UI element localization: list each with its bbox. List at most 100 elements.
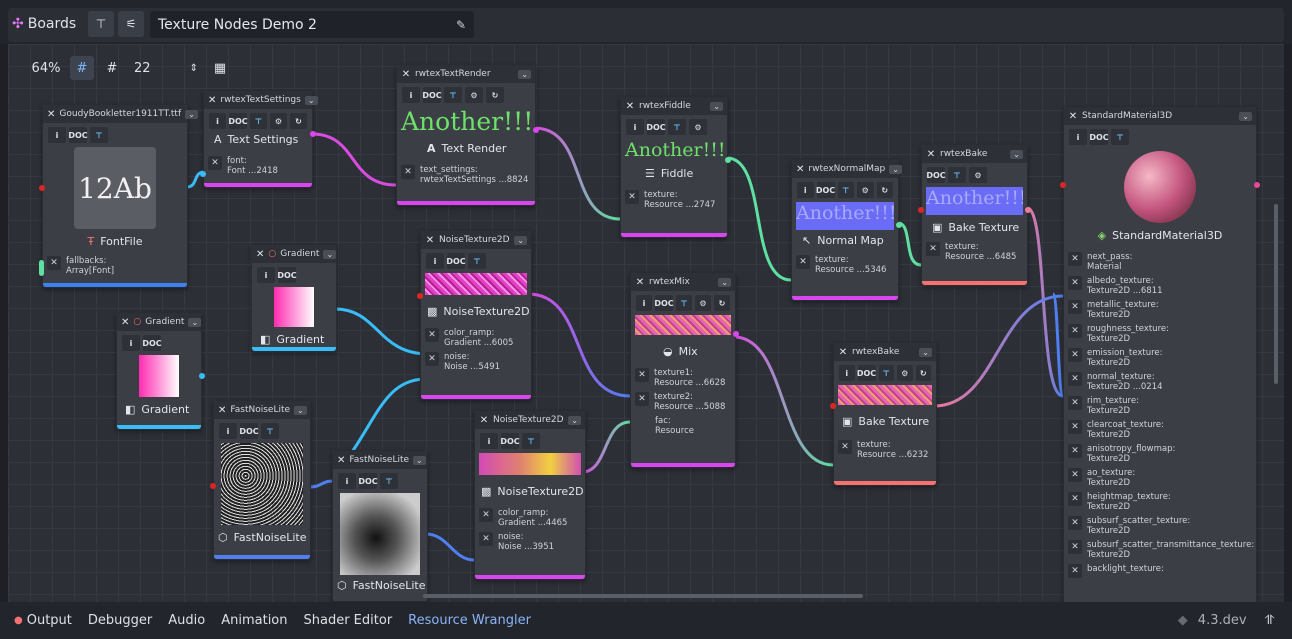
node-fiddle[interactable]: ✕ rwtexFiddle ⌄ i DOC ⊤ ⚙ Another!!! ☰ F… [620, 96, 731, 238]
doc-icon[interactable]: DOC [228, 113, 248, 129]
graph-icon[interactable]: ⊤ [676, 295, 692, 311]
property-row-metallic-texture[interactable]: ✕metallic_texture:Texture2D [1064, 298, 1256, 322]
clear-icon[interactable]: ✕ [1068, 468, 1082, 482]
doc-icon[interactable]: DOC [500, 433, 520, 449]
node-text-render[interactable]: ✕ rwtexTextRender ⌄ i DOC ⊤ ⚙ ↻ Another!… [396, 64, 539, 206]
property-row-rim-texture[interactable]: ✕rim_texture:Texture2D [1064, 394, 1256, 418]
node-header[interactable]: ✕ GoudyBookletter1911TT.ttf ⌄ [43, 105, 198, 123]
audio-tab[interactable]: Audio [168, 613, 206, 628]
node-fast-noise-1[interactable]: ✕ FastNoiseLite ⌄ i DOC ⊤ ⬡ FastNoiseLit… [210, 400, 311, 560]
text-settings-row[interactable]: ✕ text_settings:rwtexTextSettings ...882… [397, 163, 535, 187]
refresh-icon[interactable]: ↻ [714, 295, 730, 311]
node-fast-noise-2[interactable]: ✕ FastNoiseLite ⌄ i DOC ⊤ ⬡ FastNoiseLit… [332, 450, 428, 602]
close-icon[interactable]: ✕ [425, 234, 435, 246]
close-icon[interactable]: ✕ [337, 454, 346, 466]
property-row-heightmap-texture[interactable]: ✕heightmap_texture:Texture2D [1064, 490, 1256, 514]
chevron-down-icon[interactable]: ⌄ [413, 455, 426, 465]
info-icon[interactable]: i [209, 113, 226, 129]
input-port[interactable] [417, 293, 423, 299]
chevron-down-icon[interactable]: ⌄ [185, 109, 198, 119]
spinner-arrows-icon[interactable]: ⇕ [189, 62, 198, 74]
close-icon[interactable]: ✕ [479, 414, 489, 426]
clear-icon[interactable]: ✕ [1068, 444, 1082, 458]
clear-icon[interactable]: ✕ [1068, 492, 1082, 506]
property-row-emission-texture[interactable]: ✕emission_texture:Texture2D [1064, 346, 1256, 370]
graph-icon[interactable]: ⊤ [878, 365, 894, 381]
info-icon[interactable]: i [636, 295, 652, 311]
chevron-down-icon[interactable]: ⌄ [568, 415, 581, 425]
info-icon[interactable]: i [338, 473, 356, 489]
graph-icon[interactable]: ⊤ [948, 167, 966, 183]
clear-icon[interactable]: ✕ [926, 242, 940, 256]
input-port[interactable] [39, 260, 44, 276]
graph-icon[interactable]: ⊤ [250, 113, 267, 129]
texture-row[interactable]: ✕ texture:Resource ...6232 [834, 438, 936, 462]
chevron-down-icon[interactable]: ⌄ [323, 249, 337, 259]
close-icon[interactable]: ✕ [926, 148, 936, 160]
gear-icon[interactable]: ⚙ [695, 295, 711, 311]
chevron-down-icon[interactable]: ⌄ [1239, 111, 1252, 121]
node-normal-map[interactable]: ✕ rwtexNormalMap ⌄ i DOC ⊤ ⚙ ↻ Another!!… [791, 159, 902, 301]
node-standard-material[interactable]: ✕ StandardMaterial3D ⌄ i DOC ⊤ ◈ Standar… [1060, 106, 1260, 602]
clear-icon[interactable]: ✕ [625, 190, 639, 204]
graph-icon[interactable]: ⊤ [1111, 129, 1129, 145]
chevron-down-icon[interactable]: ⌄ [1010, 149, 1023, 159]
clear-icon[interactable]: ✕ [1068, 372, 1082, 386]
input-port[interactable] [830, 403, 836, 409]
refresh-icon[interactable]: ↻ [915, 365, 931, 381]
output-port[interactable] [896, 222, 902, 228]
info-icon[interactable]: i [480, 433, 498, 449]
doc-icon[interactable]: DOC [646, 119, 666, 135]
close-icon[interactable]: ✕ [218, 404, 227, 416]
node-header[interactable]: ✕ FastNoiseLite ⌄ [333, 451, 427, 469]
info-icon[interactable]: i [257, 267, 275, 283]
node-header[interactable]: ✕ rwtexFiddle ⌄ [621, 97, 727, 115]
property-row-roughness-texture[interactable]: ✕roughness_texture:Texture2D [1064, 322, 1256, 346]
gear-icon[interactable]: ⚙ [689, 119, 707, 135]
color-ramp-row[interactable]: ✕ color_ramp:Gradient ...4465 [475, 506, 585, 530]
graph-icon[interactable]: ⊤ [837, 182, 854, 198]
property-row-subsurf-transmittance-texture[interactable]: ✕subsurf_scatter_transmittance_texture:T… [1064, 538, 1256, 562]
input-port[interactable] [1060, 182, 1066, 188]
graph-icon[interactable]: ⊤ [261, 423, 279, 439]
clear-icon[interactable]: ✕ [1068, 348, 1082, 362]
property-row-backlight-texture[interactable]: ✕backlight_texture: [1064, 562, 1256, 580]
node-header[interactable]: ✕ FastNoiseLite ⌄ [214, 401, 310, 419]
input-port[interactable] [210, 483, 216, 489]
pin-panel-icon[interactable]: ⥣ [1264, 613, 1274, 628]
node-header[interactable]: ✕ rwtexTextSettings ⌄ [204, 91, 318, 109]
pen-icon[interactable]: ✎ [455, 17, 466, 32]
close-icon[interactable]: ✕ [635, 276, 645, 288]
clear-icon[interactable]: ✕ [1068, 564, 1082, 578]
output-port[interactable] [533, 127, 539, 133]
snap-toggle-button[interactable]: # [70, 56, 94, 80]
clear-icon[interactable]: ✕ [1068, 300, 1082, 314]
doc-icon[interactable]: DOC [816, 182, 835, 198]
fac-row[interactable]: fac:Resource [655, 416, 694, 436]
property-row-ao-texture[interactable]: ✕ao_texture:Texture2D [1064, 466, 1256, 490]
node-noise-texture-2[interactable]: ✕ NoiseTexture2D ⌄ i DOC ⊤ ▩ NoiseTextur… [474, 410, 586, 580]
graph-canvas[interactable]: 64% # # 22 ⇕ ▦ [8, 44, 1284, 602]
texture2-row[interactable]: ✕ texture2:Resource ...5088 [631, 390, 735, 414]
graph-icon[interactable]: ⊤ [380, 473, 398, 489]
close-icon[interactable]: ✕ [208, 94, 217, 106]
info-icon[interactable]: i [626, 119, 644, 135]
doc-icon[interactable]: DOC [68, 127, 88, 143]
board-title-field[interactable]: Texture Nodes Demo 2 ✎ [150, 11, 474, 38]
doc-icon[interactable]: DOC [654, 295, 674, 311]
node-header[interactable]: ✕ rwtexNormalMap ⌄ [792, 160, 902, 178]
refresh-icon[interactable]: ↻ [486, 87, 504, 103]
vertical-scrollbar[interactable] [1274, 204, 1278, 384]
graph-icon[interactable]: ⊤ [444, 87, 462, 103]
info-icon[interactable]: i [1069, 129, 1087, 145]
close-icon[interactable]: ✕ [838, 346, 848, 358]
gear-icon[interactable]: ⚙ [897, 365, 913, 381]
doc-icon[interactable]: DOC [1089, 129, 1109, 145]
resource-wrangler-tab[interactable]: Resource Wrangler [408, 613, 531, 628]
info-icon[interactable]: i [219, 423, 237, 439]
clear-icon[interactable]: ✕ [425, 352, 439, 366]
gear-icon[interactable]: ⚙ [465, 87, 483, 103]
info-icon[interactable]: i [426, 253, 444, 269]
clear-icon[interactable]: ✕ [1068, 324, 1082, 338]
close-icon[interactable]: ✕ [256, 248, 265, 260]
